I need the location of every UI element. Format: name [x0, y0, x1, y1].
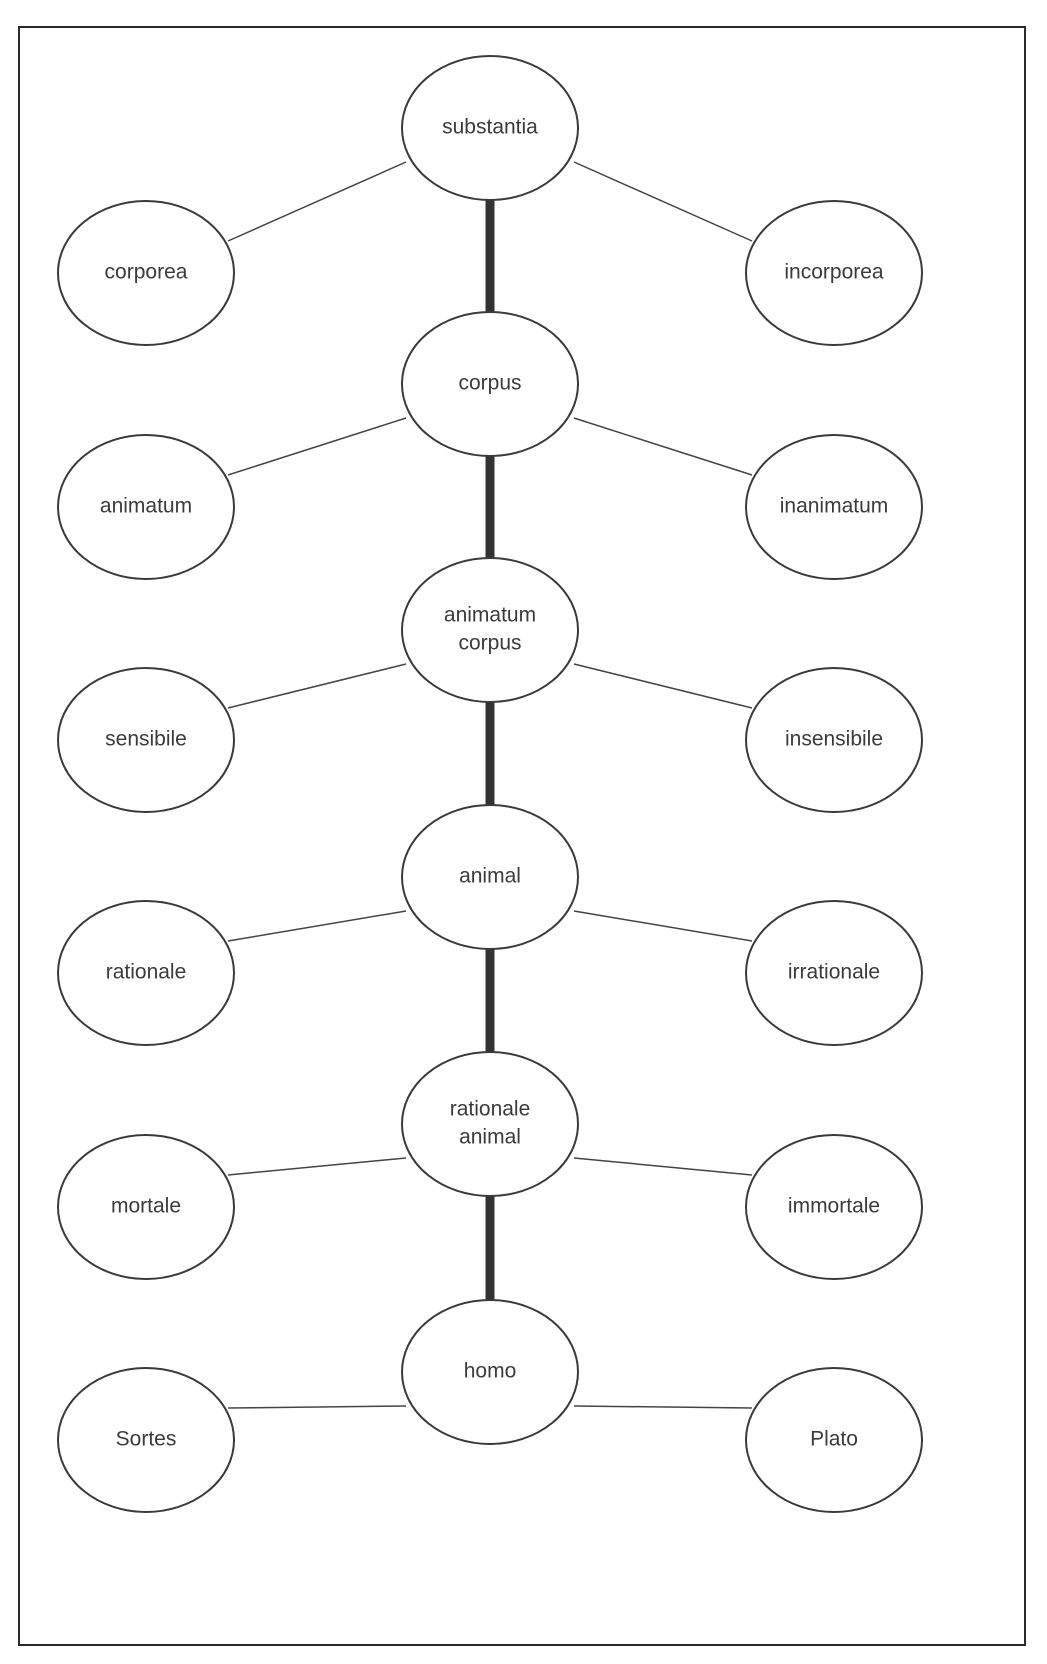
node-ellipse — [401, 557, 579, 703]
differentia-node-left: mortale — [57, 1134, 235, 1280]
node-label: Plato — [810, 1428, 858, 1451]
differentia-edge-left — [227, 1157, 407, 1176]
node-ellipse — [57, 900, 235, 1046]
node-ellipse — [57, 667, 235, 813]
genus-node: homo — [401, 1299, 579, 1445]
differentia-node-left: corporea — [57, 200, 235, 346]
differentia-edge-right — [573, 1157, 753, 1176]
differentia-edge-left — [227, 910, 407, 942]
node-ellipse — [745, 1134, 923, 1280]
node-ellipse — [401, 55, 579, 201]
differentia-edge-left — [227, 1405, 407, 1409]
node-label: rationale — [450, 1098, 531, 1121]
node-label: mortale — [111, 1195, 181, 1218]
node-label: immortale — [788, 1195, 880, 1218]
node-ellipse — [57, 1134, 235, 1280]
edges-layer — [227, 161, 753, 1409]
node-ellipse — [745, 900, 923, 1046]
node-label: corporea — [105, 261, 188, 284]
differentia-node-right: insensibile — [745, 667, 923, 813]
node-label: corpus — [458, 632, 521, 655]
node-label: insensibile — [785, 728, 883, 751]
node-label: irrationale — [788, 961, 880, 984]
differentia-node-left: sensibile — [57, 667, 235, 813]
node-label: rationale — [106, 961, 187, 984]
differentia-node-left: animatum — [57, 434, 235, 580]
node-label: animatum — [444, 604, 536, 627]
differentia-edge-left — [227, 417, 407, 476]
differentia-node-left: rationale — [57, 900, 235, 1046]
node-ellipse — [745, 434, 923, 580]
node-ellipse — [401, 311, 579, 457]
node-ellipse — [401, 1051, 579, 1197]
genus-node: substantia — [401, 55, 579, 201]
differentia-node-right: Plato — [745, 1367, 923, 1513]
differentia-node-right: incorporea — [745, 200, 923, 346]
node-ellipse — [57, 1367, 235, 1513]
node-label: animal — [459, 1126, 521, 1149]
differentia-edge-right — [573, 1405, 753, 1409]
node-ellipse — [57, 200, 235, 346]
differentia-node-right: irrationale — [745, 900, 923, 1046]
node-ellipse — [745, 1367, 923, 1513]
node-label: sensibile — [105, 728, 187, 751]
differentia-edge-right — [573, 417, 753, 476]
node-label: animal — [459, 865, 521, 888]
genus-node: corpus — [401, 311, 579, 457]
node-ellipse — [745, 667, 923, 813]
node-label: Sortes — [116, 1428, 177, 1451]
differentia-node-left: Sortes — [57, 1367, 235, 1513]
differentia-edge-left — [227, 663, 407, 709]
genus-node: animatum corpus — [401, 557, 579, 703]
node-label: homo — [464, 1360, 517, 1383]
node-ellipse — [745, 200, 923, 346]
node-label: substantia — [442, 116, 538, 139]
differentia-edge-left — [227, 161, 407, 242]
differentia-edge-right — [573, 910, 753, 942]
genus-node: rationale animal — [401, 1051, 579, 1197]
differentia-edge-right — [573, 663, 753, 709]
differentia-node-right: inanimatum — [745, 434, 923, 580]
differentia-node-right: immortale — [745, 1134, 923, 1280]
node-label: corpus — [458, 372, 521, 395]
node-label: animatum — [100, 495, 192, 518]
node-ellipse — [401, 1299, 579, 1445]
node-label: inanimatum — [780, 495, 889, 518]
node-ellipse — [57, 434, 235, 580]
genus-node: animal — [401, 804, 579, 950]
node-label: incorporea — [784, 261, 884, 284]
node-ellipse — [401, 804, 579, 950]
differentia-edge-right — [573, 161, 753, 242]
